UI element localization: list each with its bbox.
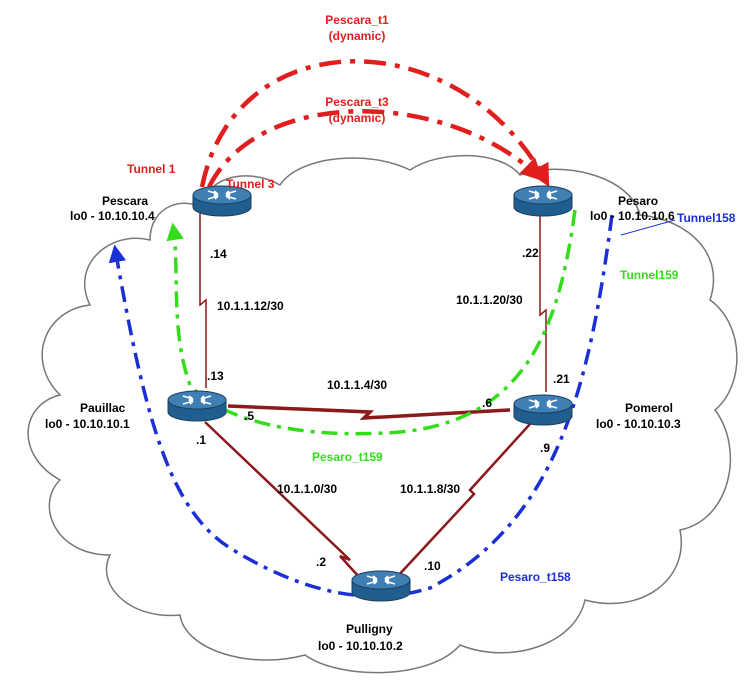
pauillac-name: Pauillac [80,401,126,415]
pesaro-name: Pesaro [618,194,658,208]
tunnel159-label: Tunnel159 [620,268,679,282]
router-pauillac[interactable] [167,390,227,422]
tunnel-1-label: Tunnel 1 [127,162,176,176]
pomerol-loopback: lo0 - 10.10.10.3 [596,417,681,431]
pescara-t3-name: Pescara_t3 [325,95,389,109]
tunnel-pescara-t3 [206,109,544,189]
link-pauillac-pomerol [227,404,511,420]
addr-pulligny-10: .10 [424,559,441,573]
link-pomerol-pulligny [395,423,531,579]
pescara-t1-name: Pescara_t1 [325,13,389,27]
addr-pomerol-21: .21 [553,372,570,386]
tunnel158-label: Tunnel158 [677,211,736,225]
tunnel158-pointer [620,219,676,236]
router-pulligny[interactable] [351,570,411,602]
addr-pescara-14: .14 [210,247,227,261]
pesaro-t158-label: Pesaro_t158 [500,570,571,584]
addr-pulligny-2: .2 [316,555,326,569]
addr-pauillac-13: .13 [207,369,224,383]
pescara-name: Pescara [102,194,148,208]
addr-pomerol-9: .9 [540,441,550,455]
tunnel-3-label: Tunnel 3 [226,177,275,191]
subnet-pescara-pauillac: 10.1.1.12/30 [217,299,284,313]
subnet-pauillac-pulligny: 10.1.1.0/30 [277,482,337,496]
tunnel-pesaro-t159 [166,209,577,436]
subnet-pesaro-pomerol: 10.1.1.20/30 [456,293,523,307]
pulligny-name: Pulligny [346,622,393,636]
pescara-t3-type: (dynamic) [329,111,386,125]
serial-links [199,212,547,579]
pauillac-loopback: lo0 - 10.10.10.1 [45,417,130,431]
red-tunnels [199,59,550,189]
pomerol-name: Pomerol [625,401,673,415]
pulligny-loopback: lo0 - 10.10.10.2 [318,639,403,653]
tunnel-pescara-t1 [199,59,550,188]
tunnel-pesaro-t158 [108,214,614,598]
pescara-t1-type: (dynamic) [329,29,386,43]
addr-pauillac-1: .1 [196,433,206,447]
link-pesaro-pomerol [539,212,547,392]
link-pescara-pauillac [199,212,207,388]
subnet-pauillac-pomerol: 10.1.1.4/30 [327,378,387,392]
subnet-pomerol-pulligny: 10.1.1.8/30 [400,482,460,496]
router-pesaro[interactable] [513,185,573,217]
router-pomerol[interactable] [513,394,573,426]
addr-pomerol-6: .6 [482,396,492,410]
link-pauillac-pulligny [204,421,361,579]
addr-pesaro-22: .22 [522,246,539,260]
pesaro-t159-label: Pesaro_t159 [312,450,383,464]
pesaro-loopback: lo0 - 10.10.10.6 [590,209,675,223]
pescara-loopback: lo0 - 10.10.10.4 [70,209,155,223]
addr-pauillac-5: .5 [244,409,254,423]
